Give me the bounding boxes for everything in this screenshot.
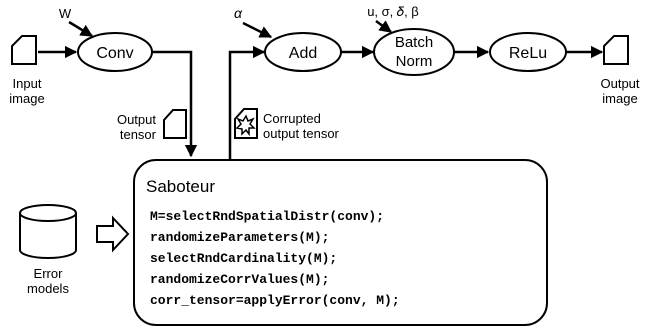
output-tensor-icon: [163, 109, 187, 139]
saboteur-to-add-arrow: [228, 45, 266, 160]
code-line: selectRndCardinality(M);: [150, 251, 337, 266]
batchnorm-label-1: Batch: [395, 34, 433, 51]
corrupted-label-2: output tensor: [263, 126, 340, 141]
output-image-label-1: Output: [600, 76, 639, 91]
input-image-icon: [11, 35, 37, 65]
add-node-label: Add: [289, 45, 317, 62]
error-models-label-2: models: [27, 281, 69, 296]
conv-weight-label: W: [59, 6, 72, 21]
input-image-label-2: image: [9, 91, 44, 106]
code-line: randomizeCorrValues(M);: [150, 272, 329, 287]
output-image-label-2: image: [602, 91, 637, 106]
code-line: corr_tensor=applyError(conv, M);: [150, 293, 400, 308]
saboteur-title: Saboteur: [146, 177, 215, 196]
saboteur-box: [133, 159, 548, 326]
weight-arrow: [68, 20, 94, 38]
relu-node-label: ReLu: [509, 45, 547, 62]
error-models-to-saboteur-arrow: [96, 215, 130, 253]
bn-params-label: u, σ, 𝛿, β: [367, 4, 419, 19]
conv-node-label: Conv: [96, 45, 133, 62]
add-param-label: α: [234, 5, 243, 21]
error-models-label-1: Error: [34, 266, 64, 281]
explosion-icon: [235, 114, 256, 137]
bn-params-arrow: [375, 19, 393, 34]
conv-to-saboteur-arrow: [152, 50, 198, 158]
output-image-icon: [603, 35, 629, 65]
corrupted-label-1: Corrupted: [263, 111, 321, 126]
database-icon: [19, 204, 77, 259]
batchnorm-label-2: Norm: [396, 53, 433, 70]
output-tensor-label-2: tensor: [120, 127, 157, 142]
input-image-label-1: Input: [13, 76, 42, 91]
output-tensor-label-1: Output: [117, 112, 156, 127]
alpha-arrow: [242, 21, 273, 39]
code-line: M=selectRndSpatialDistr(conv);: [150, 209, 384, 224]
code-line: randomizeParameters(M);: [150, 230, 329, 245]
